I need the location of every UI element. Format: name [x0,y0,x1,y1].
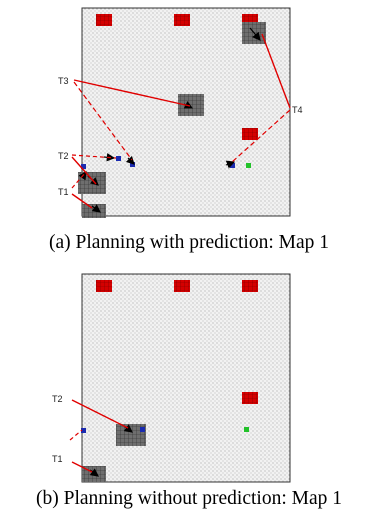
t1-pointer-dashed [69,429,83,441]
map-1-with-prediction: T3 T4 T2 T1 [58,7,303,218]
goal-marker [244,427,249,432]
heading-arrow [91,204,101,213]
red-obstacle [242,392,258,404]
label-t1: T1 [58,187,69,197]
red-obstacle [174,14,190,26]
robot-marker [140,427,145,432]
t2-pointer-solid [71,156,97,185]
red-obstacle [96,14,112,26]
gray-region [78,172,106,194]
robot-marker [81,428,86,433]
t3-pointer-dashed [73,81,133,161]
label-t4: T4 [292,105,303,115]
panel-b: T2 T1 (b) Planning without prediction: M… [0,262,378,518]
red-obstacle [242,280,258,292]
red-obstacle [242,128,258,140]
t1-pointer-dashed [71,171,87,189]
t2-pointer-dashed [71,154,117,159]
t4-pointer-solid [261,33,291,109]
robot-marker [81,164,86,169]
t2-pointer-solid [71,399,129,429]
heading-arrow [225,160,236,169]
caption-panel-b: (b) Planning without prediction: Map 1 [35,488,342,509]
gray-region [116,424,146,446]
map-1-without-prediction: T2 T1 [52,273,291,483]
panel-a: T3 T4 T2 T1 (a) Planning with prediction… [49,7,329,253]
gray-region [178,94,204,116]
t1-pointer-solid [71,193,93,209]
red-obstacle [96,280,112,292]
t1-pointer-solid [71,461,93,473]
goal-marker [246,163,251,168]
label-t3: T3 [58,76,69,86]
robot-marker [116,156,121,161]
caption-panel-a: (a) Planning with prediction: Map 1 [49,232,329,253]
heading-arrow [125,155,135,165]
label-t2: T2 [52,394,63,404]
heading-arrow [249,27,261,41]
label-t2: T2 [58,151,69,161]
label-t1: T1 [52,454,63,464]
map-area [81,273,291,483]
t3-pointer-solid [73,79,191,107]
t4-pointer-dashed [231,109,291,163]
red-obstacle [174,280,190,292]
gray-region [82,204,106,218]
